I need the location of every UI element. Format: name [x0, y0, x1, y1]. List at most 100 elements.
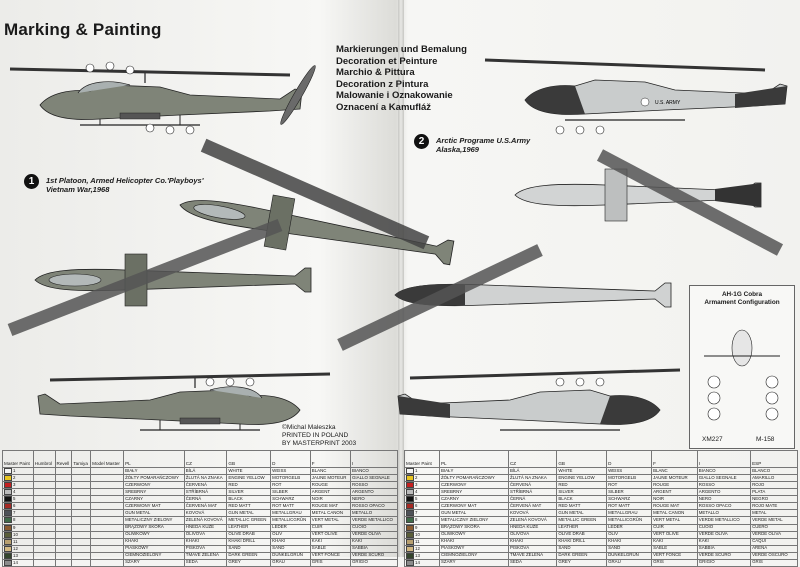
table-cell: 3 [404, 481, 440, 490]
table-cell: HNĚDÁ KŮŽE [183, 523, 228, 532]
table-cell: ČERNÁ [183, 495, 228, 504]
table-cell: ROUGE [309, 481, 352, 490]
table-cell: OLIVOVÁ [183, 530, 228, 539]
table-cell: BLACK [556, 495, 608, 504]
table-cell: ROT [606, 481, 653, 490]
table-cell: JAUNE MOTEUR [651, 474, 698, 483]
table-cell: ČERNÁ [507, 495, 558, 504]
table-cell: ROUGE MAT [309, 502, 352, 511]
table-cell: ČERVENÁ [183, 481, 228, 490]
table-cell: 10 [2, 530, 34, 539]
table-cell: ŽLUTÁ NA ZNAKA [183, 474, 228, 483]
table-cell: ROSSO OPACO [350, 502, 398, 511]
table-cell: ROT MATT [606, 502, 653, 511]
table-cell: GRIS [750, 558, 798, 567]
rotor-blade [7, 218, 283, 337]
table-cell: METALLO [696, 509, 752, 518]
table-cell [71, 474, 92, 483]
table-cell: JAUNE MOTEUR [309, 474, 352, 483]
table-cell: CUERO [750, 523, 798, 532]
table-cell: METALICZNY ZIELONY [438, 516, 509, 525]
table-cell: GIALLO SEGNALE [350, 474, 398, 483]
table-cell [90, 537, 125, 546]
color-swatch [406, 475, 414, 481]
table-cell [54, 530, 73, 539]
table-cell: ŻÓŁTY POMARAŃCZOWY [123, 474, 185, 483]
scheme-1-side-view-right [37, 372, 331, 431]
rotor-blade [337, 244, 543, 351]
table-cell: SCHWARZ [270, 495, 311, 504]
table-cell: CIEMNOZIELONY [123, 551, 185, 560]
table-cell: ARENA [750, 544, 798, 553]
table-cell: 2 [2, 474, 34, 483]
table-cell: VERT METAL [309, 516, 352, 525]
table-cell: GIALLO SEGNALE [696, 474, 752, 483]
table-cell: SABBIA [350, 544, 398, 553]
table-cell: BLANCO [750, 466, 798, 476]
table-cell: OLIV [270, 530, 311, 539]
table-cell: 1 [404, 466, 440, 476]
table-header-cell: D [270, 450, 311, 468]
table-cell: HNĚDÁ KŮŽE [507, 523, 558, 532]
table-header-cell: GB [226, 450, 272, 468]
table-cell: SILVER [226, 488, 272, 497]
table-cell: GREY [556, 558, 608, 567]
table-cell [32, 530, 56, 539]
table-header-cell: Humbrol [32, 450, 56, 468]
color-swatch [406, 496, 414, 502]
table-cell: ARGENTO [696, 488, 752, 497]
table-cell: SCHWARZ [606, 495, 653, 504]
page-fold [398, 0, 404, 557]
color-swatch [4, 496, 12, 502]
color-swatch [406, 525, 414, 531]
scheme-1-location: Vietnam War,1968 [46, 185, 110, 194]
table-cell [54, 537, 73, 546]
table-cell: VERT METAL [651, 516, 698, 525]
table-cell: SAND [270, 544, 311, 553]
color-swatch [406, 517, 414, 523]
table-cell: KAKI [651, 537, 698, 546]
table-cell [90, 509, 125, 518]
table-cell: CUOIO [350, 523, 398, 532]
table-cell: SABLE [651, 544, 698, 553]
table-cell: ČERVENÁ MAT [507, 502, 558, 511]
table-cell: PIASKOWY [123, 544, 185, 553]
color-swatch [406, 503, 414, 509]
table-cell [32, 558, 56, 567]
scheme-2-caption: 2 Arctic Programe U.S.Army Alaska,1969 [414, 134, 530, 154]
table-cell: BIANCO [696, 466, 752, 476]
table-cell: KAKI [309, 537, 352, 546]
table-cell [32, 523, 56, 532]
table-cell: SILBER [606, 488, 653, 497]
table-cell [54, 488, 73, 497]
table-cell: KHAKI [606, 537, 653, 546]
table-cell: BLANC [651, 466, 698, 476]
table-cell: KHAKI [123, 537, 185, 546]
table-cell: 8 [2, 516, 34, 525]
table-header-cell: ESP [750, 450, 798, 468]
table-cell: PÍSKOVÁ [507, 544, 558, 553]
table-cell: WHITE [556, 466, 608, 476]
table-cell: METAL CANON [309, 509, 352, 518]
table-cell: 11 [2, 537, 34, 546]
table-cell: BRĄZOWY SKÓRA [438, 523, 509, 532]
color-swatch [4, 546, 12, 552]
table-cell: 6 [404, 502, 440, 511]
table-cell: SZARY [123, 558, 185, 567]
color-swatch [406, 489, 414, 495]
table-cell: GUN METAL [438, 509, 509, 518]
table-cell [90, 502, 125, 511]
table-cell: STŘÍBRNÁ [183, 488, 228, 497]
table-cell: GRIS [651, 558, 698, 567]
table-cell: GRAU [270, 558, 311, 567]
table-cell [71, 516, 92, 525]
